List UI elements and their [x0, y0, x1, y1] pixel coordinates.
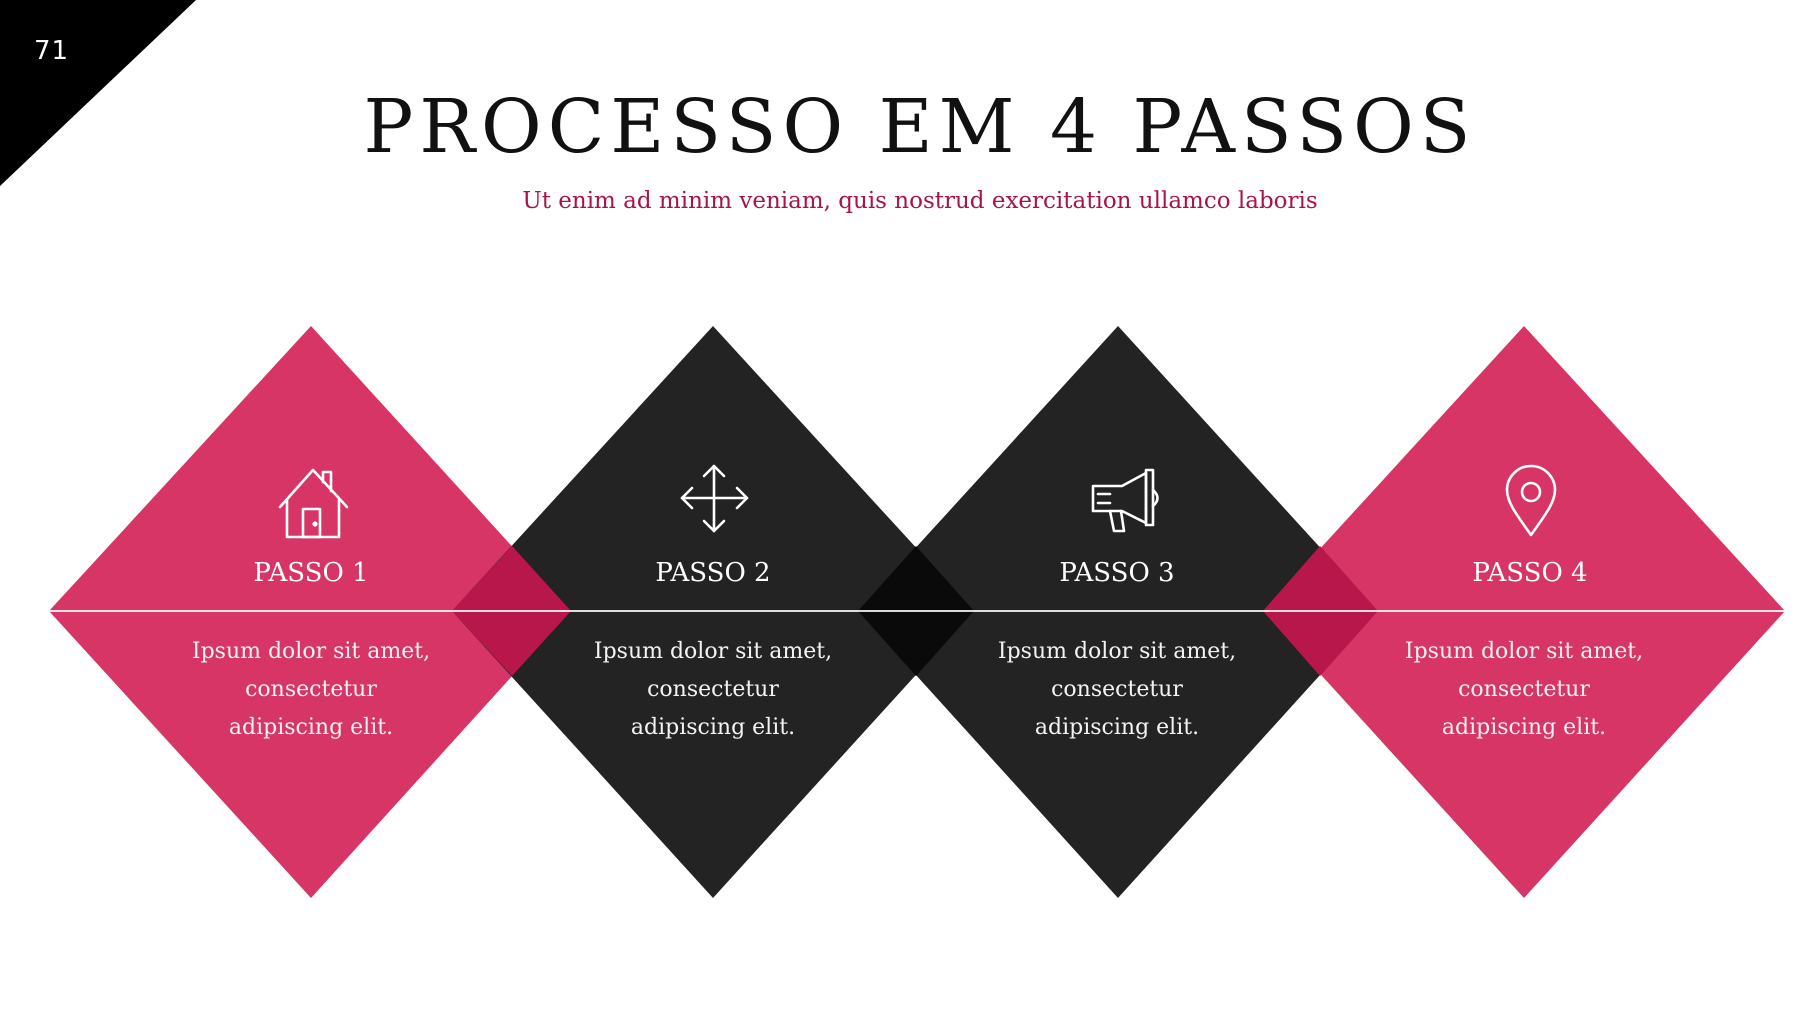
slide-title: PROCESSO EM 4 PASSOS [363, 84, 1477, 170]
step-1-label: PASSO 1 [253, 558, 369, 588]
slide-subtitle: Ut enim ad minim veniam, quis nostrud ex… [522, 188, 1318, 214]
location-pin-icon [1505, 464, 1557, 537]
step-3-label: PASSO 3 [1059, 558, 1175, 588]
step-2-text: Ipsum dolor sit amet, consectetur adipis… [593, 639, 833, 740]
move-arrows-icon [680, 464, 749, 533]
step-1-text: Ipsum dolor sit amet, consectetur adipis… [191, 639, 431, 740]
megaphone-icon [1091, 468, 1159, 533]
page-number: 71 [34, 36, 70, 66]
step-4-text: Ipsum dolor sit amet, consectetur adipis… [1404, 639, 1644, 740]
step-3-text: Ipsum dolor sit amet, consectetur adipis… [997, 639, 1237, 740]
step-2-label: PASSO 2 [655, 558, 771, 588]
corner-triangle [0, 0, 196, 186]
step-4-label: PASSO 4 [1472, 558, 1588, 588]
house-icon [278, 468, 349, 539]
